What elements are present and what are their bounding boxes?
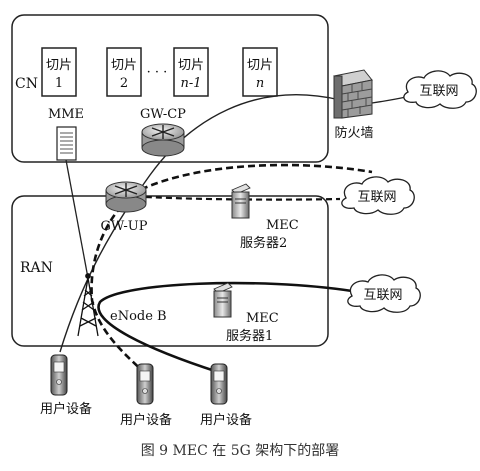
user-device-3-label: 用户设备: [200, 412, 252, 428]
enodeb-label: eNode B: [110, 309, 167, 324]
mec-server-1-label-2: 服务器1: [226, 328, 273, 344]
slice-n-number: n: [256, 76, 264, 91]
slice-n-1-number: n-1: [180, 76, 201, 91]
cloud-2-label: 互联网: [357, 190, 396, 205]
user-device-1-icon: [50, 354, 68, 396]
mec-server-1-icon: [213, 282, 233, 318]
cloud-2-icon: [341, 176, 415, 215]
mec-server-2-label-2: 服务器2: [240, 235, 287, 251]
slice-1-box: [41, 47, 77, 97]
control-plane-path: [59, 94, 341, 353]
user-device-2-icon: [136, 363, 154, 405]
gw-up-label: GW-UP: [101, 219, 148, 234]
ran-region-label: RAN: [20, 260, 53, 276]
slice-n-label: 切片: [247, 58, 273, 73]
ran-region-box: [11, 195, 329, 347]
slice-2-number: 2: [120, 76, 128, 91]
slice-2-label: 切片: [111, 58, 137, 73]
figure-caption: 图 9 MEC 在 5G 架构下的部署: [140, 443, 340, 459]
slice-n-1-label: 切片: [178, 58, 204, 73]
cloud-1-icon: [403, 70, 477, 109]
mec-server-1-label-1: MEC: [246, 311, 279, 326]
internet-cloud-3: 互联网: [347, 274, 421, 313]
mme-label: MME: [48, 107, 84, 122]
firewall-label: 防火墙: [334, 125, 373, 141]
slice-n: 切片 n: [242, 47, 278, 97]
slice-n-1: 切片 n-1: [173, 47, 209, 97]
user-device-2-label: 用户设备: [120, 412, 172, 428]
internet-cloud-1: 互联网: [403, 70, 477, 109]
gw-up-router-icon: [105, 181, 147, 213]
user-device-3-icon: [210, 363, 228, 405]
cn-region-label: CN: [15, 76, 38, 92]
mme-to-enodeb-line: [65, 159, 89, 279]
user-device-1-label: 用户设备: [40, 401, 92, 417]
slice-1: 切片 1: [41, 47, 77, 97]
gw-cp-label: GW-CP: [140, 107, 186, 122]
mec1-solid-path: [97, 281, 353, 374]
mec-server-2-icon: [231, 183, 251, 219]
firewall-to-internet-line: [371, 96, 407, 104]
cloud-3-label: 互联网: [363, 288, 402, 303]
slice-1-label: 切片: [46, 58, 72, 73]
enodeb-tower-icon: [77, 273, 99, 337]
internet-cloud-2: 互联网: [341, 176, 415, 215]
mec-server-2-label-1: MEC: [266, 218, 299, 233]
slice-2: 切片 2: [106, 47, 142, 97]
slice-2-box: [106, 47, 142, 97]
mme-server-icon: [56, 126, 77, 161]
firewall-icon: [333, 69, 373, 119]
slice-1-number: 1: [55, 76, 63, 91]
gw-cp-router-icon: [141, 123, 185, 157]
cloud-3-icon: [347, 274, 421, 313]
cloud-1-label: 互联网: [419, 84, 458, 99]
slice-n-1-box: [173, 47, 209, 97]
slice-n-box: [242, 47, 278, 97]
slice-ellipsis: · · ·: [147, 65, 168, 80]
